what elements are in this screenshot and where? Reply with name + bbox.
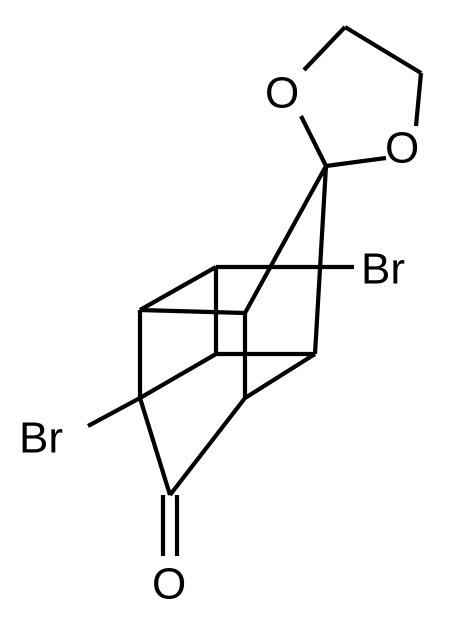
bond-cage-left-top bbox=[138, 265, 218, 312]
atom-bromine-upper: Br bbox=[361, 245, 405, 294]
bond-ch2-ch2 bbox=[343, 25, 423, 75]
dioxolane-ring bbox=[299, 25, 424, 169]
atom-oxygen-left: O bbox=[265, 69, 299, 118]
atom-oxygen-right: O bbox=[385, 124, 419, 173]
bond-cage-front-top bbox=[139, 307, 246, 316]
atom-oxygen-ketone: O bbox=[152, 560, 186, 609]
bond-spiro-cage-right bbox=[312, 165, 329, 355]
atom-bromine-lower: Br bbox=[19, 414, 63, 463]
cage-skeleton bbox=[137, 164, 354, 497]
bond-ch2-o-left bbox=[302, 25, 347, 72]
bond-cage-left-carbonyl bbox=[137, 397, 173, 496]
bond-cage-inner-diagonal bbox=[138, 352, 218, 400]
bond-spiro-cage-top bbox=[243, 164, 328, 315]
bond-cage-right-carbonyl bbox=[168, 396, 247, 497]
bond-o-right-spiro bbox=[325, 155, 387, 169]
substituent-bonds bbox=[87, 396, 180, 556]
bond-o-left-spiro bbox=[299, 115, 328, 167]
atom-labels: O O Br Br O bbox=[19, 69, 419, 609]
bond-cage-right-diagonal bbox=[243, 352, 317, 400]
bond-ch2-o-right bbox=[413, 72, 424, 127]
bond-c-br-lower bbox=[87, 396, 141, 428]
